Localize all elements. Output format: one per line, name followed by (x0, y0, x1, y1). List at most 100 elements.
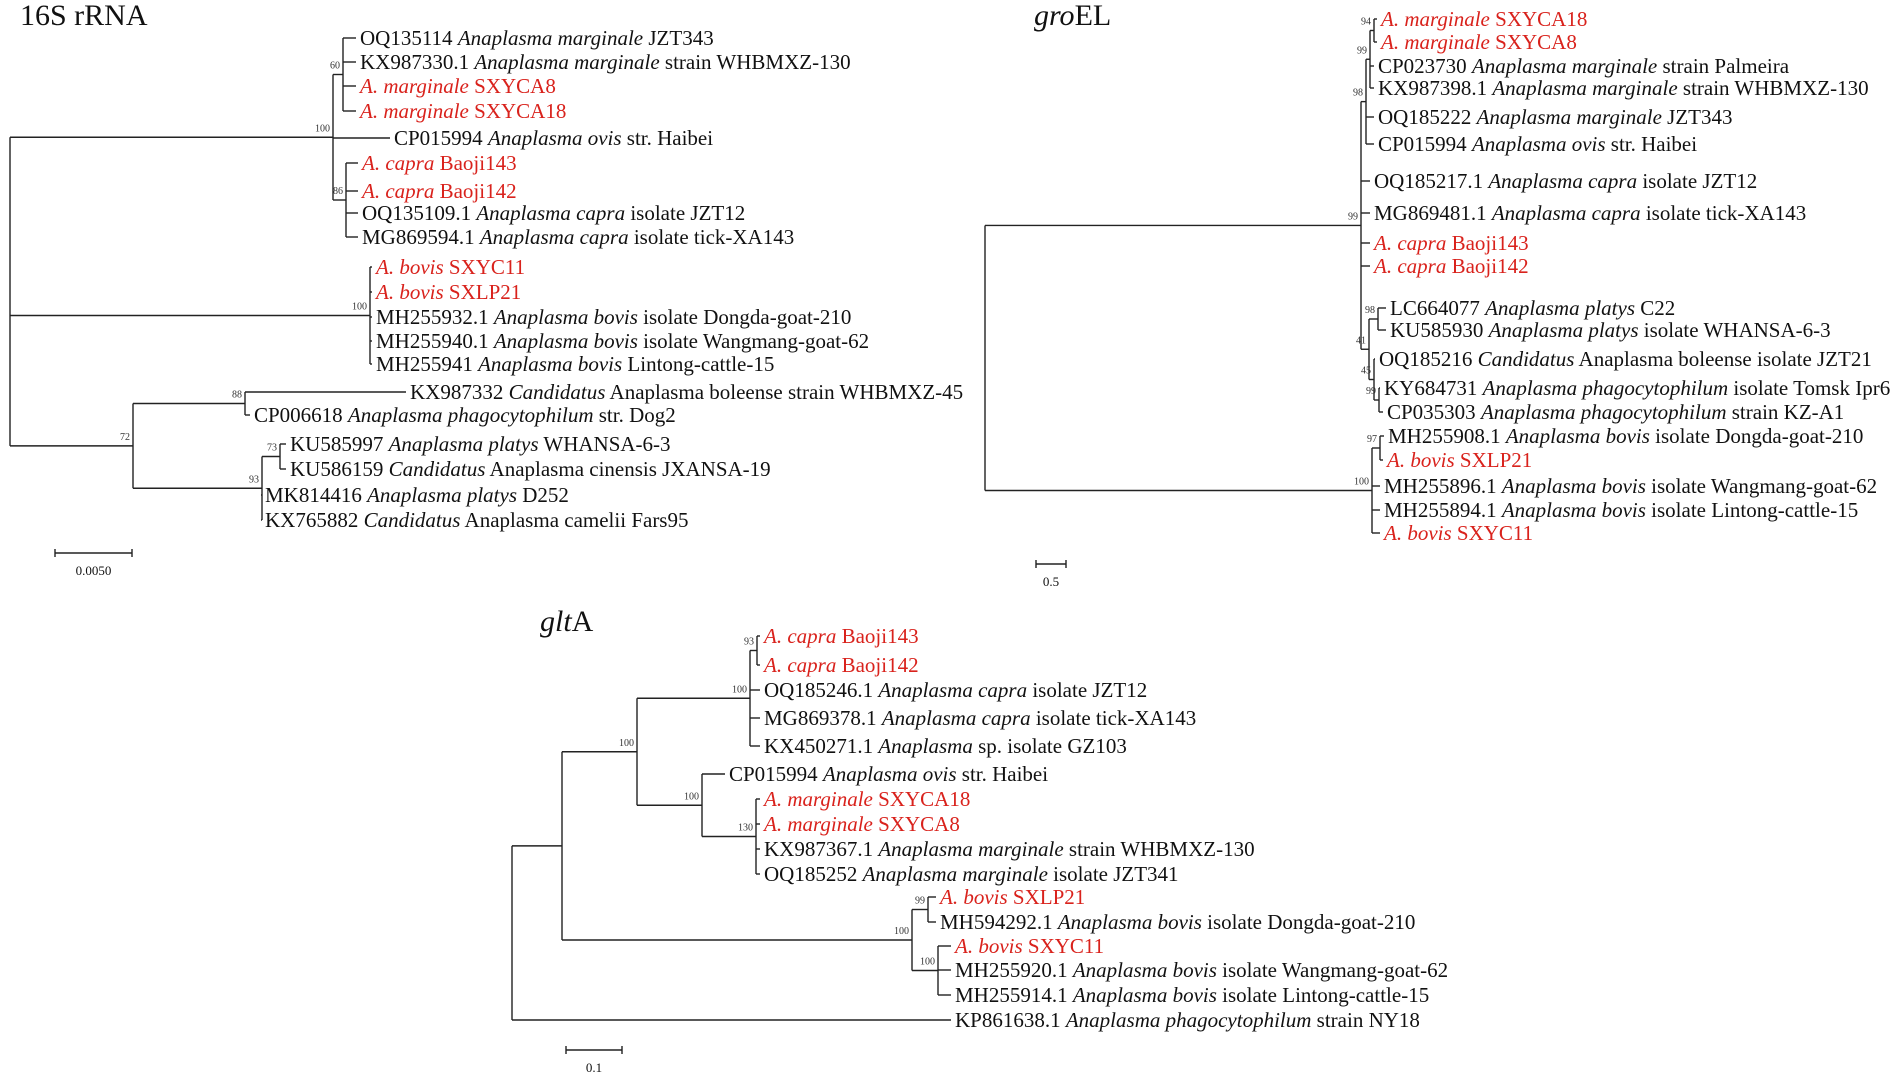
taxon-species: A. marginale (1379, 30, 1490, 54)
taxon-species: Anaplasma ovis (1470, 132, 1606, 156)
taxon-label: OQ185216 Candidatus Anaplasma boleense i… (1379, 347, 1872, 371)
taxon-strain: SXYCA8 (873, 812, 960, 836)
taxon-species: Anaplasma bovis (1056, 910, 1202, 934)
taxon-strain: SXYCA18 (873, 787, 970, 811)
bootstrap-value: 88 (232, 390, 242, 401)
taxon-label: CP015994 Anaplasma ovis str. Haibei (729, 762, 1048, 786)
taxon-label: MH255896.1 Anaplasma bovis isolate Wangm… (1384, 474, 1877, 498)
taxon-strain: strain NY18 (1311, 1008, 1420, 1032)
taxon-accession: MG869594.1 (362, 225, 480, 249)
taxon-accession: CP035303 (1387, 400, 1481, 424)
taxon-label: A. capra Baoji142 (762, 653, 919, 677)
taxon-strain: SXLP21 (1008, 885, 1086, 909)
taxon-label: CP006618 Anaplasma phagocytophilum str. … (254, 403, 676, 427)
taxon-accession: CP006618 (254, 403, 348, 427)
taxon-label: A. bovis SXLP21 (374, 280, 521, 304)
taxon-strain: strain WHBMXZ-130 (660, 50, 851, 74)
title-text: 16S rRNA (20, 0, 148, 32)
title-text: A (572, 605, 594, 638)
tree-title: 16S rRNA (20, 0, 148, 32)
taxon-strain: isolate JZT341 (1048, 862, 1179, 886)
taxon-label: MH255894.1 Anaplasma bovis isolate Linto… (1384, 498, 1858, 522)
taxon-species: Candidatus (364, 508, 461, 532)
taxon-species: A. marginale (358, 99, 469, 123)
taxon-accession: OQ135109.1 (362, 201, 476, 225)
taxon-species: Anaplasma capra (1486, 169, 1637, 193)
taxon-species: Anaplasma bovis (1504, 424, 1650, 448)
tree-title: groEL (1034, 0, 1111, 32)
bootstrap-value: 100 (315, 123, 330, 134)
taxon-species: Anaplasma phagocytophilum (1481, 376, 1729, 400)
taxon-accession: KU585930 (1390, 318, 1489, 342)
taxon-species: Anaplasma capra (880, 706, 1031, 730)
title-gene-italic: glt (540, 605, 572, 638)
taxon-accession: KX987330.1 (360, 50, 474, 74)
taxon-species: A. capra (360, 151, 434, 175)
taxon-label: MH255932.1 Anaplasma bovis isolate Dongd… (376, 305, 851, 329)
taxon-strain: isolate Dongda-goat-210 (638, 305, 851, 329)
bootstrap-value: 100 (1354, 477, 1369, 488)
taxon-accession: MH255896.1 (1384, 474, 1502, 498)
taxon-species: Candidatus (509, 380, 606, 404)
taxon-label: A. bovis SXYC11 (953, 934, 1104, 958)
bootstrap-value: 100 (352, 302, 367, 313)
taxon-species: A. marginale (762, 787, 873, 811)
taxon-label: A. capra Baoji143 (762, 624, 919, 648)
taxon-accession: OQ135114 (360, 26, 458, 50)
taxon-species: Anaplasma platys (387, 432, 539, 456)
taxon-accession: MH255908.1 (1388, 424, 1506, 448)
taxon-species: Anaplasma marginale (1475, 105, 1662, 129)
taxon-label: KX765882 Candidatus Anaplasma camelii Fa… (265, 508, 688, 532)
taxon-strain: D252 (517, 483, 569, 507)
taxon-species: Anaplasma platys (1483, 296, 1635, 320)
bootstrap-value: 99 (1366, 386, 1376, 397)
title-text: EL (1075, 0, 1112, 32)
taxon-species: Candidatus (389, 457, 486, 481)
taxon-strain: isolate JZT12 (1637, 169, 1757, 193)
taxon-accession: LC664077 (1390, 296, 1485, 320)
taxon-strain: isolate tick-XA143 (1641, 201, 1807, 225)
taxon-accession: KX987398.1 (1378, 76, 1492, 100)
taxon-label: KU585930 Anaplasma platys isolate WHANSA… (1390, 318, 1831, 342)
bootstrap-value: 100 (894, 926, 909, 937)
taxon-strain: Anaplasma camelii Fars95 (460, 508, 688, 532)
taxon-accession: KP861638.1 (955, 1008, 1066, 1032)
taxon-strain: isolate Lintong-cattle-15 (1646, 498, 1858, 522)
taxon-strain: isolate Dongda-goat-210 (1202, 910, 1415, 934)
bootstrap-value: 99 (1348, 211, 1358, 222)
bootstrap-value: 130 (738, 823, 753, 834)
taxon-label: A. bovis SXLP21 (938, 885, 1085, 909)
taxon-label: KX987332 Candidatus Anaplasma boleense s… (410, 380, 963, 404)
taxon-species: A. capra (762, 624, 836, 648)
taxon-accession: CP023730 (1378, 54, 1472, 78)
taxon-label: A. marginale SXYCA18 (1379, 7, 1587, 31)
taxon-label: CP035303 Anaplasma phagocytophilum strai… (1387, 400, 1844, 424)
bootstrap-value: 72 (120, 432, 130, 443)
bootstrap-value: 86 (333, 186, 343, 197)
taxon-strain: Anaplasma boleense isolate JZT21 (1574, 347, 1871, 371)
taxon-label: CP023730 Anaplasma marginale strain Palm… (1378, 54, 1790, 78)
taxon-accession: CP015994 (394, 126, 488, 150)
taxon-species: Anaplasma marginale (1470, 54, 1657, 78)
taxon-label: OQ185246.1 Anaplasma capra isolate JZT12 (764, 678, 1147, 702)
taxon-species: A. marginale (1379, 7, 1490, 31)
taxon-strain: isolate Wangmang-goat-62 (1217, 958, 1448, 982)
taxon-strain: sp. isolate GZ103 (973, 734, 1127, 758)
taxon-species: Anaplasma marginale (876, 837, 1063, 861)
taxon-accession: MK814416 (265, 483, 367, 507)
taxon-strain: SXLP21 (1455, 448, 1533, 472)
taxon-label: KU586159 Candidatus Anaplasma cinensis J… (290, 457, 771, 481)
taxon-species: A. marginale (358, 74, 469, 98)
taxon-label: A. capra Baoji143 (360, 151, 517, 175)
taxon-strain: Anaplasma boleense strain WHBMXZ-45 (605, 380, 963, 404)
taxon-accession: KY684731 (1384, 376, 1483, 400)
taxon-species: Anaplasma capra (478, 225, 629, 249)
taxon-strain: isolate Lintong-cattle-15 (1217, 983, 1429, 1007)
taxon-species: Anaplasma phagocytophilum (1064, 1008, 1312, 1032)
taxon-accession: MH255894.1 (1384, 498, 1502, 522)
taxon-label: A. capra Baoji143 (1372, 231, 1529, 255)
taxon-label: MG869378.1 Anaplasma capra isolate tick-… (764, 706, 1196, 730)
taxon-label: MG869594.1 Anaplasma capra isolate tick-… (362, 225, 794, 249)
